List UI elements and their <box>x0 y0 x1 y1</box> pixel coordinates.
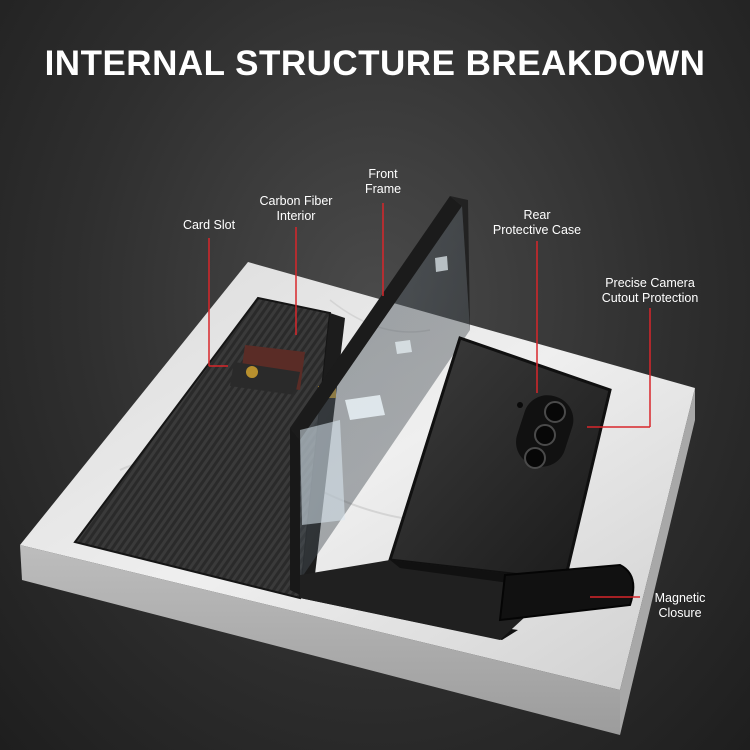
label-card-slot: Card Slot <box>182 218 236 232</box>
label-carbon-fiber-interior: Carbon Fiber Interior <box>259 194 333 223</box>
page-title: INTERNAL STRUCTURE BREAKDOWN <box>44 44 706 83</box>
camera-cutout <box>516 395 574 469</box>
callout-lines <box>208 203 651 598</box>
label-camera-cutout: Precise Camera Cutout Protection <box>601 276 699 305</box>
card-slot-pocket <box>230 345 336 398</box>
label-front-frame: Front Frame <box>364 167 402 196</box>
magnetic-closure-strap <box>498 563 635 622</box>
front-frame <box>290 196 470 595</box>
label-rear-protective-case: Rear Protective Case <box>492 208 582 237</box>
label-magnetic-closure: Magnetic Closure <box>654 591 706 620</box>
